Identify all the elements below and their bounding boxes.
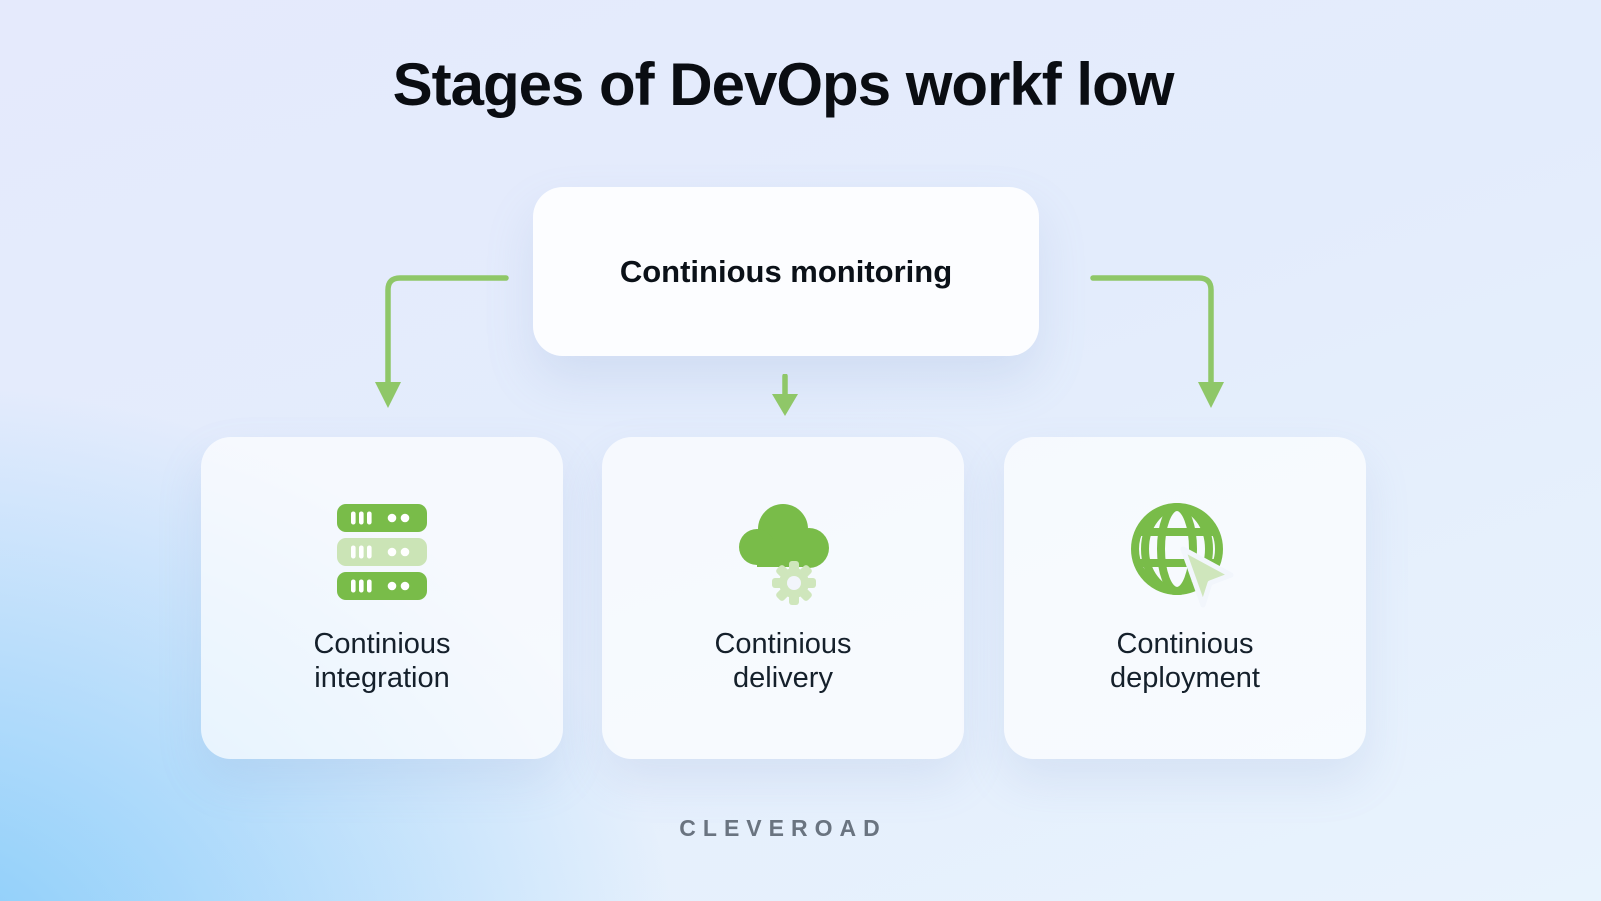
connector-arrow-right [1090, 275, 1224, 408]
flow-node-continuous-monitoring: Continious monitoring [533, 187, 1039, 356]
connector-arrow-middle [772, 374, 798, 416]
flow-node-integration-label: Continious integration [313, 628, 451, 694]
flow-node-delivery-label: Continious delivery [714, 628, 852, 694]
flow-node-continuous-integration: Continious integration [201, 437, 563, 759]
brand-logo-text: CLEVEROAD [679, 815, 887, 841]
cloud-gear-icon [739, 504, 829, 605]
connector-arrow-left [375, 275, 509, 408]
page-title: Stages of DevOps workf low [392, 51, 1175, 118]
globe-cursor-icon [1131, 503, 1234, 608]
flow-node-continuous-deployment: Continious deployment [1004, 437, 1366, 759]
flow-node-monitoring-label: Continious monitoring [619, 253, 953, 289]
flow-node-deployment-label: Continious deployment [1110, 628, 1260, 694]
server-stack-icon [337, 504, 427, 600]
flow-node-continuous-delivery: Continious delivery [602, 437, 964, 759]
